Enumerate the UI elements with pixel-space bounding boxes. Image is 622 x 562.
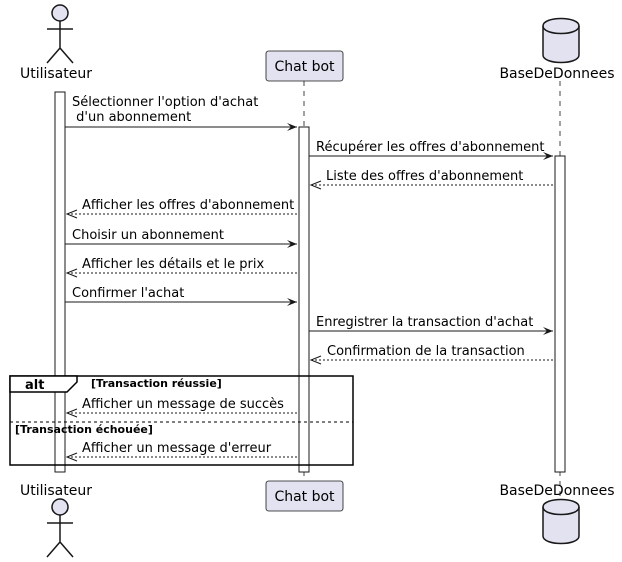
database-icon	[542, 498, 580, 545]
participant-db-top: BaseDeDonnees	[499, 17, 615, 82]
message-label: Afficher les détails et le prix	[82, 257, 264, 272]
message-arrowhead	[543, 152, 553, 160]
activation-bar-db	[554, 155, 566, 473]
alt-fragment: alt [Transaction réussie] [Transaction é…	[9, 375, 354, 466]
message: Choisir un abonnement	[65, 228, 297, 248]
alt-keyword: alt	[25, 378, 44, 393]
activation-bar-user	[54, 91, 66, 473]
message-arrowhead	[65, 452, 78, 462]
alt-guard-success: [Transaction réussie]	[91, 377, 222, 390]
message-label: Confirmer l'achat	[72, 286, 184, 301]
participant-label: Chat bot	[274, 489, 335, 505]
message: Liste des offres d'abonnement	[309, 169, 555, 190]
messages: Sélectionner l'option d'achat d'un abonn…	[65, 95, 555, 462]
message-arrowhead	[287, 240, 297, 248]
participant-box	[265, 50, 344, 82]
participant-box	[265, 480, 344, 512]
database-icon-rim	[542, 25, 580, 35]
message: Afficher un message de succès	[65, 397, 299, 418]
actor-icon	[46, 4, 74, 64]
message-arrowhead	[543, 327, 553, 335]
participant-label: Utilisateur	[20, 483, 92, 499]
message-arrowhead	[65, 268, 78, 278]
participant-label: BaseDeDonnees	[499, 66, 614, 82]
participant-bot-bottom: Chat bot	[265, 480, 344, 512]
message-label: Afficher les offres d'abonnement	[82, 198, 294, 213]
message-arrowhead	[287, 298, 297, 306]
participant-label: BaseDeDonnees	[499, 483, 614, 499]
message-label: Liste des offres d'abonnement	[326, 169, 523, 184]
message-label: Afficher un message de succès	[82, 397, 284, 412]
participant-db-bottom: BaseDeDonnees	[499, 483, 615, 545]
message: Afficher les offres d'abonnement	[65, 198, 299, 219]
message: Sélectionner l'option d'achat d'un abonn…	[65, 95, 297, 131]
message: Confirmation de la transaction	[309, 344, 555, 365]
message: Afficher les détails et le prix	[65, 257, 299, 278]
message-arrowhead	[309, 355, 322, 365]
message: Afficher un message d'erreur	[65, 441, 299, 462]
message: Récupérer les offres d'abonnement	[309, 140, 553, 160]
alt-frame	[9, 375, 354, 466]
message: Enregistrer la transaction d'achat	[309, 315, 553, 335]
activation-bar-bot	[298, 126, 310, 473]
message: Confirmer l'achat	[65, 286, 297, 306]
participant-label: Utilisateur	[20, 66, 92, 82]
activation-bars	[54, 91, 566, 473]
message-label: d'un abonnement	[72, 110, 191, 125]
message-label: Confirmation de la transaction	[327, 344, 525, 359]
actor-icon	[46, 498, 74, 558]
participant-user-top: Utilisateur	[20, 4, 92, 82]
participant-label: Chat bot	[274, 59, 335, 75]
message-label: Récupérer les offres d'abonnement	[316, 140, 544, 155]
participant-bot-top: Chat bot	[265, 50, 344, 82]
message-label: Choisir un abonnement	[72, 228, 224, 243]
message-arrowhead	[309, 180, 322, 190]
message-label: Afficher un message d'erreur	[82, 441, 272, 456]
database-icon	[542, 17, 580, 64]
alt-guard-failure: [Transaction échouée]	[15, 423, 153, 436]
message-arrowhead	[287, 123, 297, 131]
alt-label-tab	[9, 375, 78, 393]
message-label: Enregistrer la transaction d'achat	[316, 315, 533, 330]
database-icon-rim	[542, 506, 580, 516]
message-arrowhead	[65, 209, 78, 219]
message-label: Sélectionner l'option d'achat	[72, 95, 258, 110]
participant-user-bottom: Utilisateur	[20, 483, 92, 558]
message-arrowhead	[65, 408, 78, 418]
